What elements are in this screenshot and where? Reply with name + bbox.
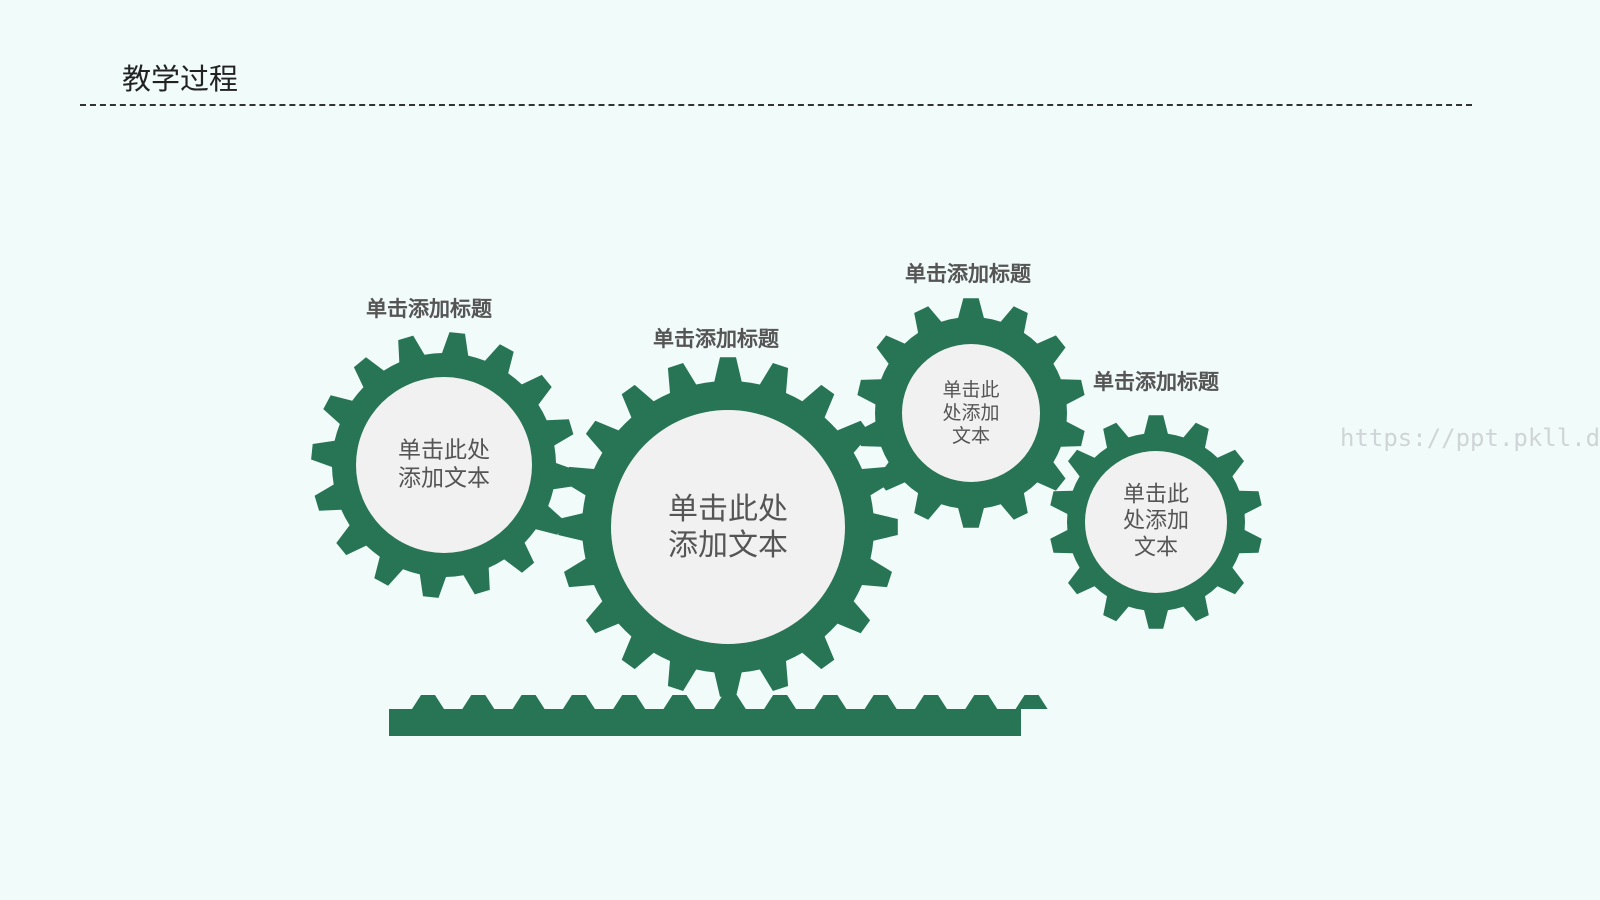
gear-1-title[interactable]: 单击添加标题 bbox=[366, 297, 492, 321]
gear-2-title[interactable]: 单击添加标题 bbox=[653, 327, 779, 351]
gear-rack bbox=[389, 695, 1048, 736]
gear-4-center bbox=[1085, 451, 1227, 593]
gear-1-text[interactable]: 单击此处 添加文本 bbox=[398, 437, 490, 491]
gear-4-title[interactable]: 单击添加标题 bbox=[1093, 370, 1219, 394]
gear-4-text[interactable]: 单击此 处添加 文本 bbox=[1122, 482, 1190, 561]
slide-title: 教学过程 bbox=[122, 62, 239, 96]
gear-3-text[interactable]: 单击此 处添加 文本 bbox=[942, 378, 1000, 447]
watermark: https://ppt.pkll.de bbox=[1340, 424, 1600, 452]
gear-3-center bbox=[902, 344, 1040, 482]
gear-2-center bbox=[611, 410, 845, 644]
gear-2-text[interactable]: 单击此处 添加文本 bbox=[668, 492, 788, 563]
gear-1-center bbox=[356, 377, 532, 553]
gear-3-title[interactable]: 单击添加标题 bbox=[905, 262, 1031, 286]
dashed-divider bbox=[80, 104, 1472, 106]
